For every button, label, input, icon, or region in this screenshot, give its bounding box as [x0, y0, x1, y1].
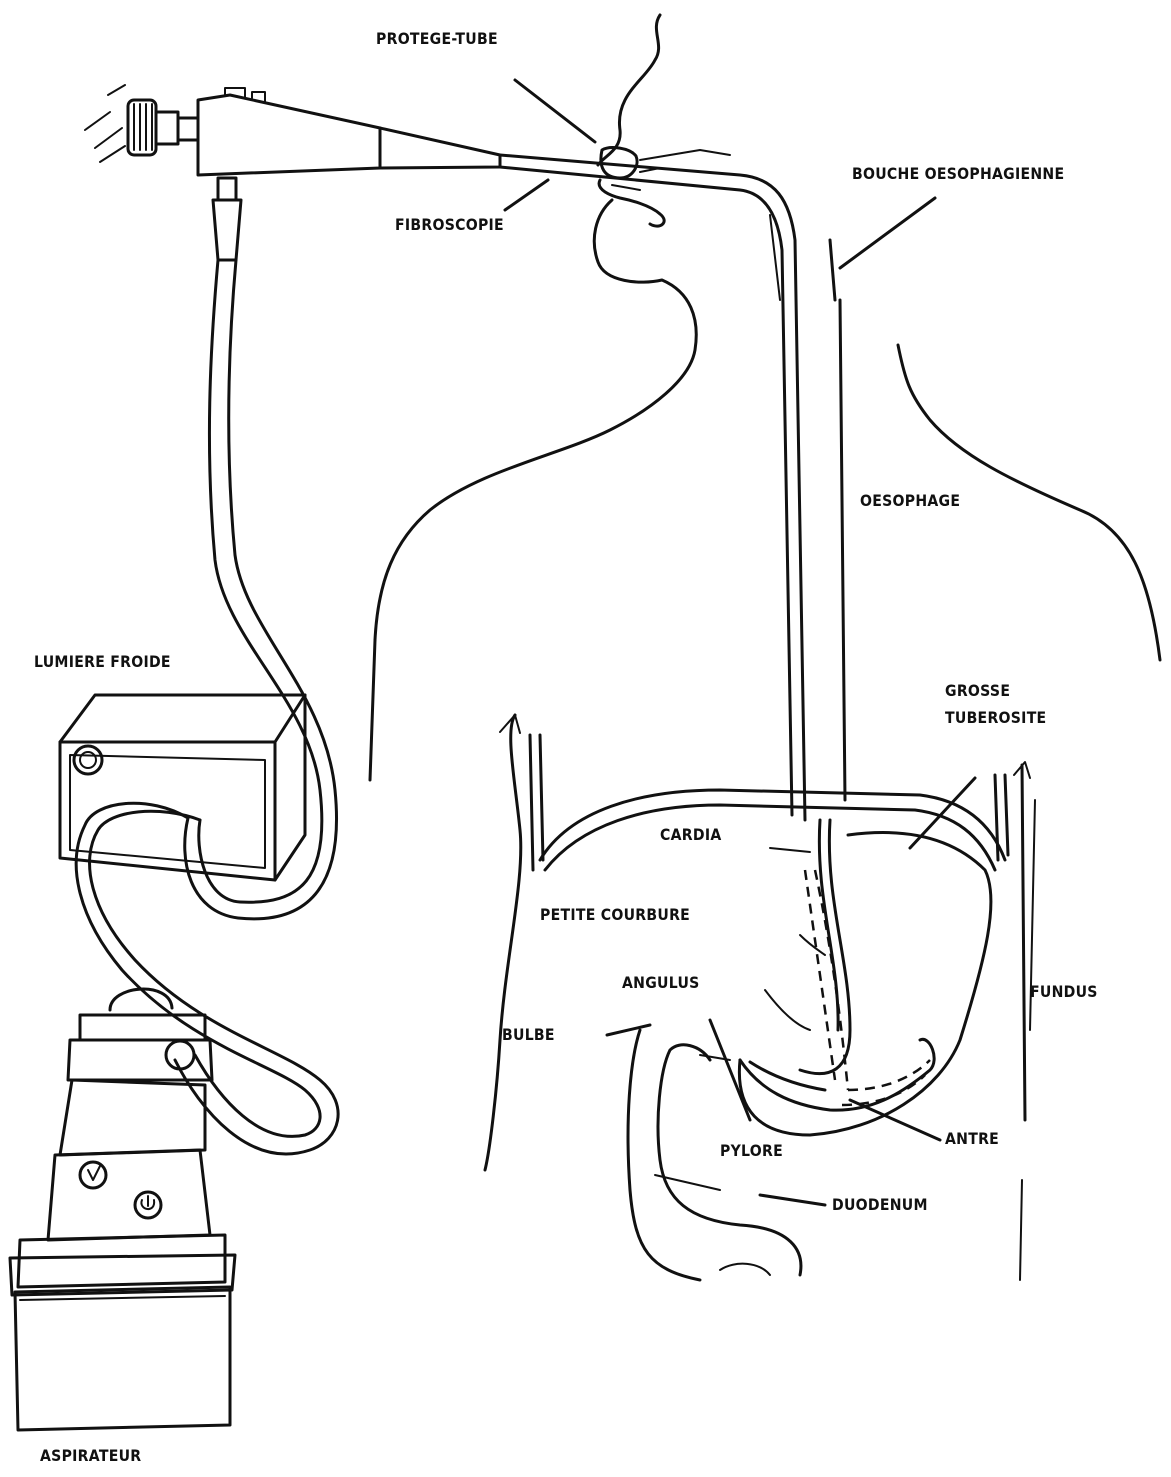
leader-bouche-oesophagienne — [840, 198, 935, 268]
label-pylore: PYLORE — [720, 1140, 783, 1162]
label-lumiere-froide: LUMIERE FROIDE — [34, 651, 171, 673]
light-cable — [185, 260, 337, 919]
label-bulbe: BULBE — [502, 1024, 555, 1046]
label-petite-courbure: PETITE COURBURE — [540, 904, 690, 926]
fibroscope-tube — [500, 155, 805, 820]
label-tuberosite: TUBEROSITE — [945, 707, 1046, 729]
label-grosse: GROSSE — [945, 680, 1010, 702]
leader-lines — [505, 80, 975, 1205]
label-angulus: ANGULUS — [622, 972, 700, 994]
label-protege-tube: PROTEGE-TUBE — [376, 28, 498, 50]
label-cardia: CARDIA — [660, 824, 721, 846]
label-bouche-oesophagienne: BOUCHE OESOPHAGIENNE — [852, 163, 1064, 185]
label-aspirateur: ASPIRATEUR — [40, 1445, 141, 1467]
stomach — [485, 715, 1030, 1280]
cold-light-box — [60, 695, 305, 880]
suction-tube — [76, 803, 338, 1154]
aspirator — [10, 989, 235, 1430]
leader-duodenum — [760, 1195, 825, 1205]
leader-grosse-tuberosite — [910, 778, 975, 848]
leader-antre — [850, 1100, 940, 1140]
label-antre: ANTRE — [945, 1128, 999, 1150]
label-fibroscopie: FIBROSCOPIE — [395, 214, 504, 236]
leader-fibroscopie — [505, 180, 548, 210]
leader-protege-tube — [515, 80, 595, 142]
label-duodenum: DUODENUM — [832, 1194, 928, 1216]
label-oesophage: OESOPHAGE — [860, 490, 960, 512]
label-fundus: FUNDUS — [1030, 981, 1098, 1003]
